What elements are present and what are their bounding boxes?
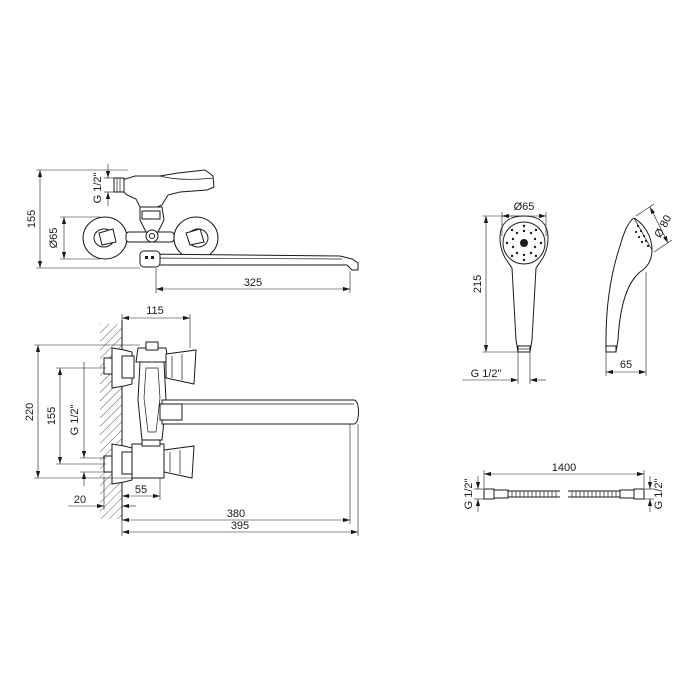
- hose-dim-thread-left-label: G 1/2": [463, 479, 475, 510]
- side-dim-wall-offset-label: 115: [146, 305, 164, 317]
- hand-shower-side-view: Ø 80 65: [605, 203, 674, 376]
- faucet-side-view: 115 220 155 G 1/2" 20 55 380: [24, 305, 359, 536]
- side-dim-total-length-label: 395: [231, 520, 249, 532]
- spray-nozzles: [505, 224, 543, 262]
- side-shower-dim-face-label: Ø 80: [652, 213, 674, 240]
- side-dim-inlet-spacing-label: 155: [46, 407, 58, 425]
- side-shower-dim-depth-label: 65: [620, 359, 632, 371]
- side-dim-eccentric-label: 20: [74, 494, 86, 506]
- shower-dim-length-label: 215: [472, 275, 484, 293]
- hose-dim-thread-right-label: G 1/2": [653, 479, 665, 510]
- front-dim-height-label: 155: [26, 210, 38, 228]
- front-dim-flange-label: Ø65: [48, 228, 60, 249]
- shower-hose: 1400 G 1/2" G 1/2": [463, 462, 665, 512]
- side-dim-spout-length-label: 380: [227, 508, 245, 520]
- shower-dim-thread-label: G 1/2": [471, 368, 502, 380]
- side-dim-thread-label: G 1/2": [69, 405, 81, 436]
- shower-dim-head-diameter-label: Ø65: [514, 201, 535, 213]
- front-dim-thread-label: G 1/2": [92, 173, 104, 204]
- hand-shower-front-view: Ø65 215 G 1/2": [462, 201, 549, 384]
- side-dim-total-height-label: 220: [24, 403, 36, 421]
- side-nozzle-dots: [634, 224, 650, 248]
- front-dim-reach-label: 325: [244, 277, 262, 289]
- faucet-front-view: 155 Ø65 G 1/2" 325: [26, 164, 359, 293]
- side-dim-body-depth-label: 55: [135, 484, 147, 496]
- hose-dim-length-label: 1400: [552, 462, 576, 474]
